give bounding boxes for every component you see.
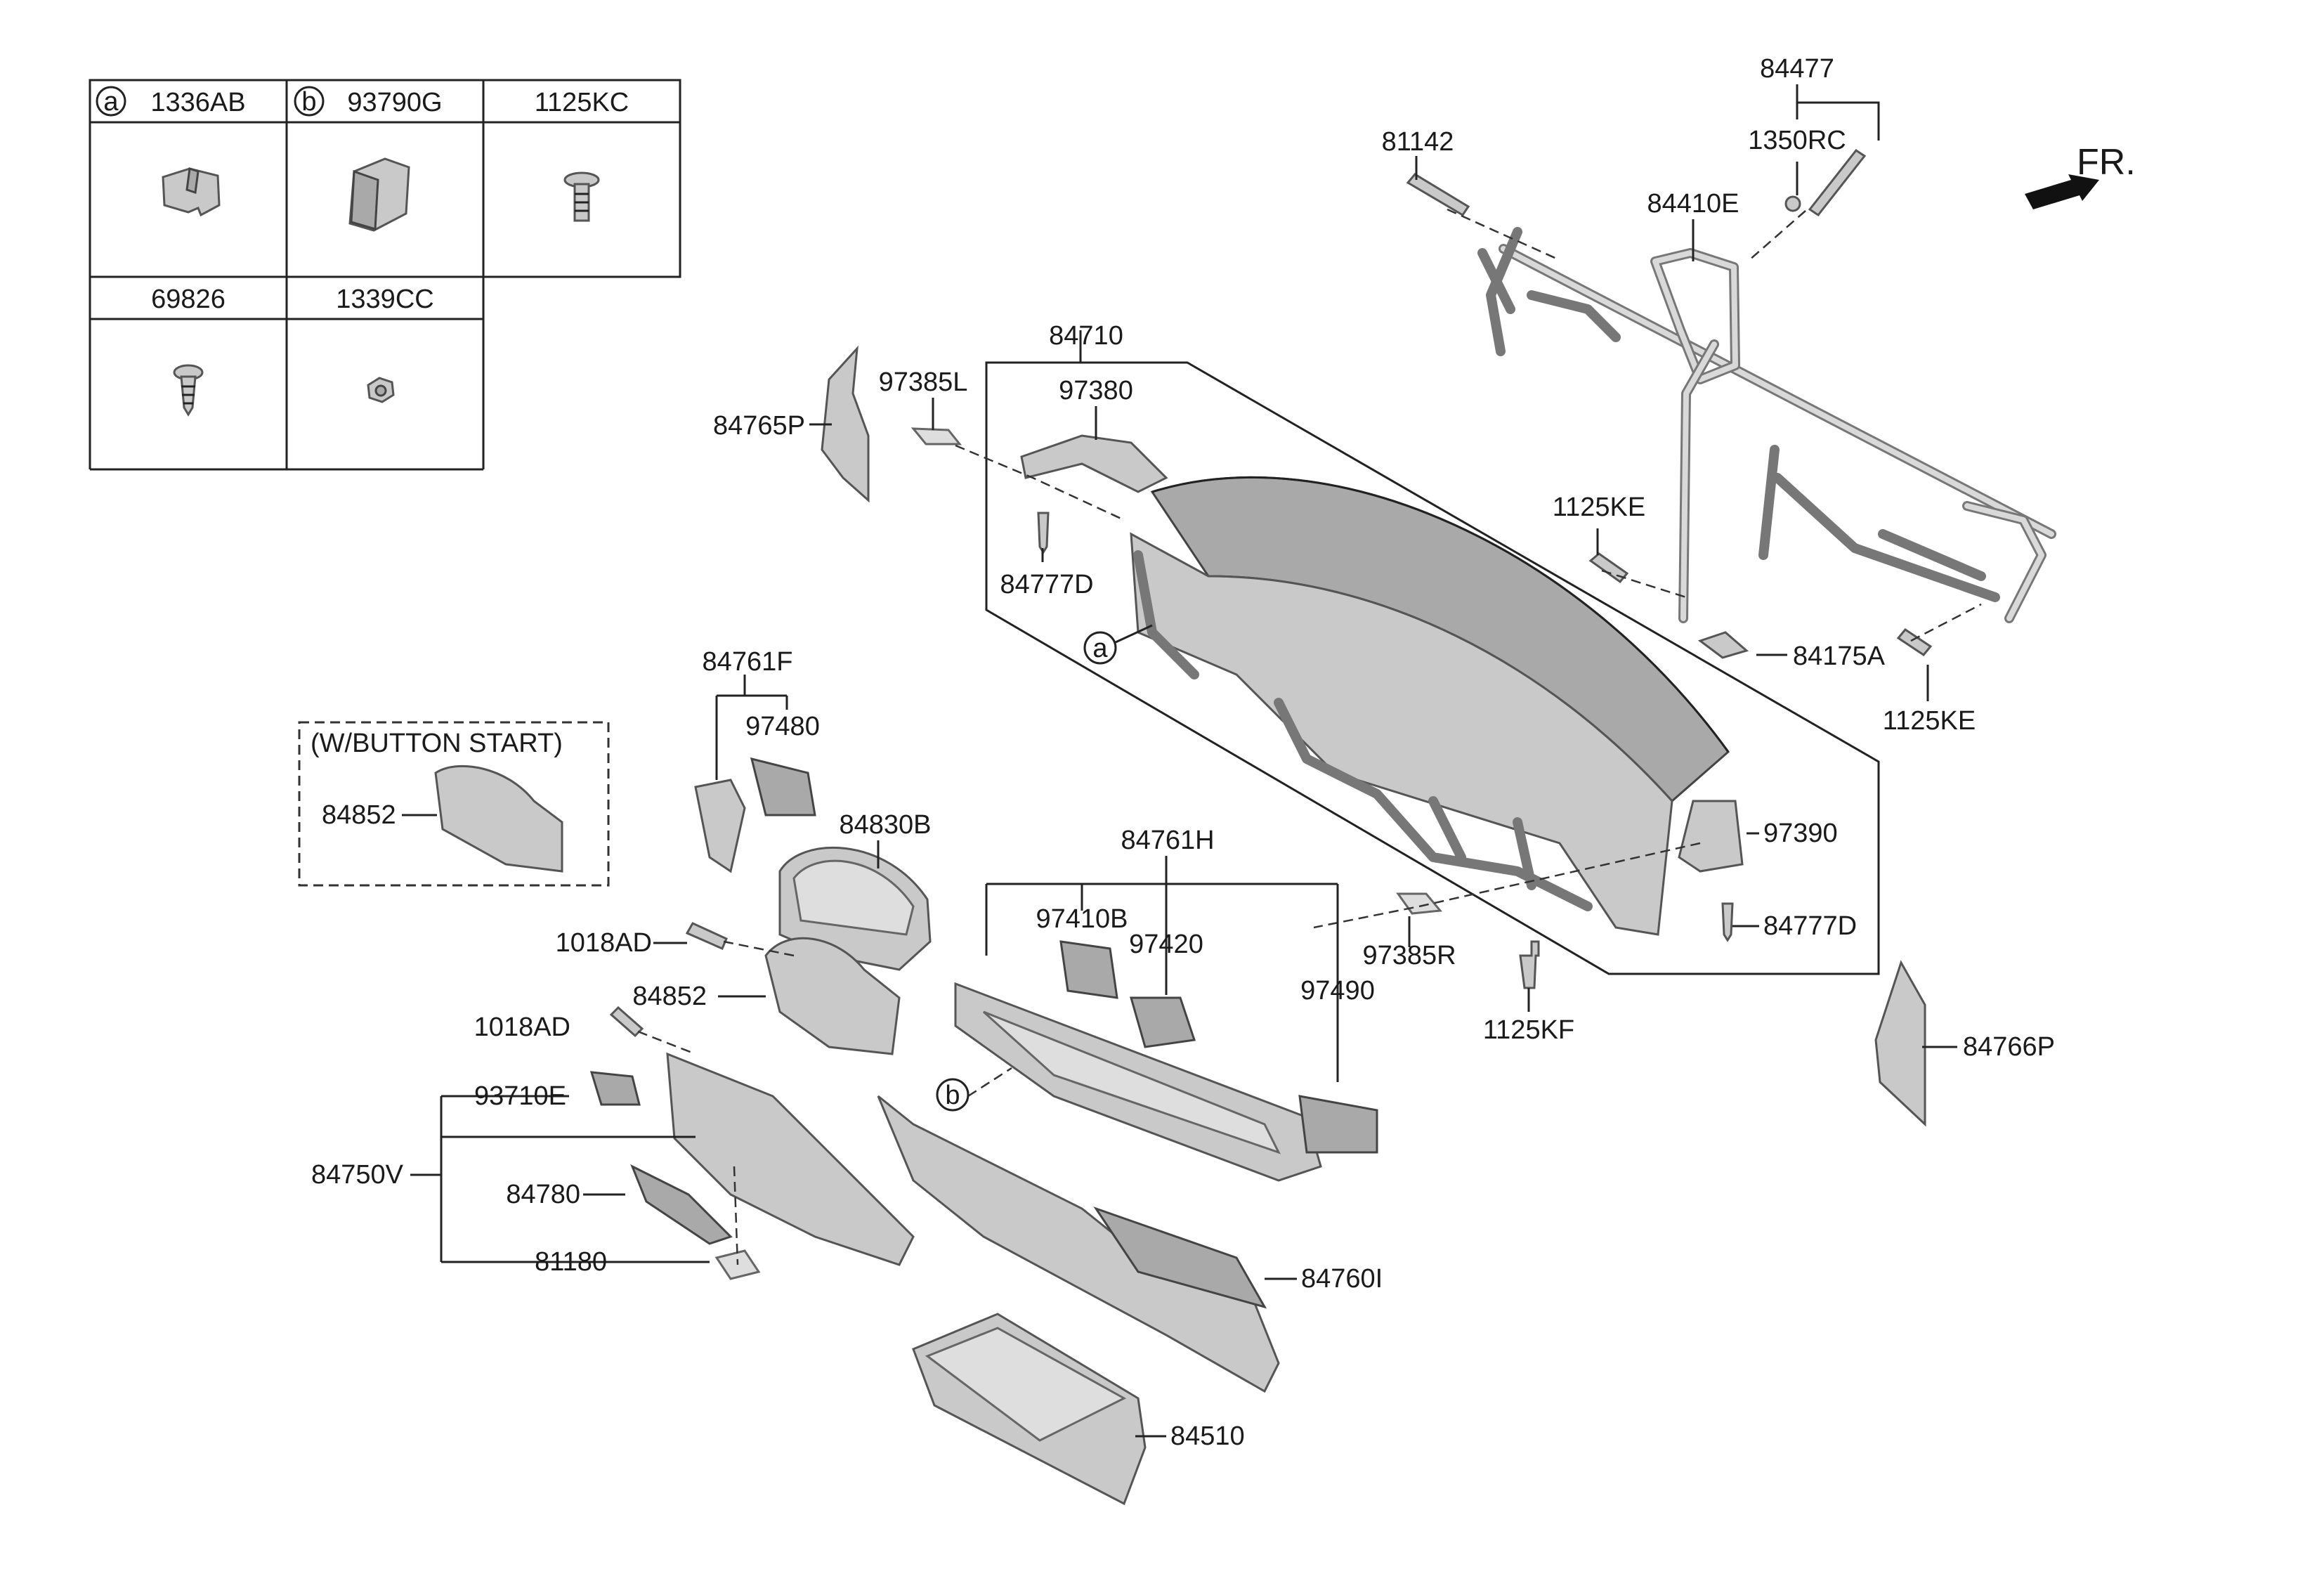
fr-arrow-icon [2025,174,2099,209]
bolt-icon [1808,148,1867,217]
callout-84780: 84780 [506,1180,580,1209]
duct-97390 [1678,800,1744,873]
dashboard-84710 [1130,476,1730,936]
variant-box [298,721,610,887]
callout-97480: 97480 [745,712,820,741]
callout-97380: 97380 [1059,376,1133,405]
screw-icon [609,1005,644,1038]
callout-84760I: 84760I [1301,1264,1383,1294]
marker-a [1083,631,1117,665]
variant-box-label: (W/BUTTON START) [311,729,563,758]
callout-93710E: 93710E [474,1081,566,1111]
cluster-hood-inner [792,859,915,936]
bolt-icon [1896,628,1933,656]
callout-97420: 97420 [1129,930,1203,959]
callout-84852-variant: 84852 [322,800,396,830]
lower-panel-84750v [666,1052,915,1266]
callout-84765P: 84765P [713,411,805,441]
legend-code-93790G: 93790G [347,88,442,117]
bracket-84175a [1697,631,1749,659]
callout-97385R: 97385R [1362,941,1456,970]
crash-pad-84760i [877,1095,1280,1393]
callout-84830B: 84830B [839,810,931,840]
callout-84761H: 84761H [1121,826,1214,855]
marker-b-text: b [945,1081,960,1110]
side-cover-84765p [821,345,870,503]
callout-1125KE-right: 1125KE [1883,706,1976,736]
callout-1350RC: 1350RC [1748,126,1846,155]
assembly-lines [637,208,1982,1265]
callout-1018AD-upper: 1018AD [556,928,652,958]
marker-b [936,1078,970,1112]
callout-84410E: 84410E [1647,189,1739,219]
legend-code-69826: 69826 [151,285,226,314]
callout-97385L: 97385L [879,367,968,397]
callout-labels: 84477 81142 1350RC 84410E 84710 97385L 9… [311,54,2055,1451]
screw-icon [1721,902,1734,942]
bolt-icon [1519,940,1540,989]
callout-84750V: 84750V [311,1160,404,1190]
fr-direction: FR. [2025,142,2136,209]
callout-84510: 84510 [1170,1421,1245,1451]
callout-97390: 97390 [1763,819,1838,848]
callout-84852: 84852 [632,982,707,1011]
callout-1125KE-top: 1125KE [1553,493,1645,522]
callout-81142: 81142 [1382,127,1454,157]
side-cover-84766p [1874,960,1926,1127]
nut-icon [367,377,395,403]
switch-93710e [589,1071,641,1106]
glove-box-84510 [912,1313,1147,1506]
crossbar-84410e [1477,227,2056,623]
cluster-fascia-84761f [694,779,746,873]
callout-84175A: 84175A [1793,642,1886,671]
bracket-97385l [910,427,962,445]
screw-icon [1037,512,1050,554]
legend-marker-a [96,86,126,117]
callout-97490: 97490 [1300,976,1375,1005]
legend-marker-b [294,86,325,117]
cover-84780 [630,1164,733,1245]
vent-97480 [750,757,816,816]
group-outline-84710 [985,361,1880,975]
legend-code-1125KC: 1125KC [535,88,629,117]
callout-84777D-top: 84777D [1000,570,1093,599]
callout-84777D-right: 84777D [1763,911,1857,941]
legend-code-1339CC: 1339CC [336,285,433,314]
legend-table: a 1336AB b 93790G 1125KC 69826 1339CC [89,79,681,471]
vent-97410b [1059,940,1118,999]
clip-icon [348,157,410,232]
bolt-icon [563,171,600,222]
marker-a-text: a [1092,634,1108,663]
clip-icon [162,167,221,217]
callout-81180: 81180 [535,1247,607,1277]
legend-marker-b-text: b [301,87,316,117]
callout-84761F: 84761F [703,647,793,677]
callout-84710: 84710 [1049,321,1123,351]
duct-97380 [1020,434,1168,493]
leader-lines [410,84,1957,1438]
vent-97490 [1298,1095,1378,1154]
column-cover-84852 [764,937,901,1055]
legend-marker-a-text: a [103,87,119,117]
callout-1125KF: 1125KF [1483,1015,1574,1045]
bracket-97385r [1396,892,1442,915]
callout-97410B: 97410B [1036,904,1128,934]
legend-code-1336AB: 1336AB [150,88,245,117]
screw-icon [685,922,728,950]
nut-icon [1784,195,1801,212]
callout-84766P: 84766P [1963,1032,2055,1062]
callout-1018AD-lower: 1018AD [474,1013,570,1042]
vent-97420 [1130,996,1196,1048]
bolt-icon [1406,173,1470,217]
fr-label: FR. [2077,142,2136,183]
column-cover-84852-variant [434,764,563,873]
screw-icon [173,364,204,417]
callout-84477: 84477 [1760,54,1834,84]
